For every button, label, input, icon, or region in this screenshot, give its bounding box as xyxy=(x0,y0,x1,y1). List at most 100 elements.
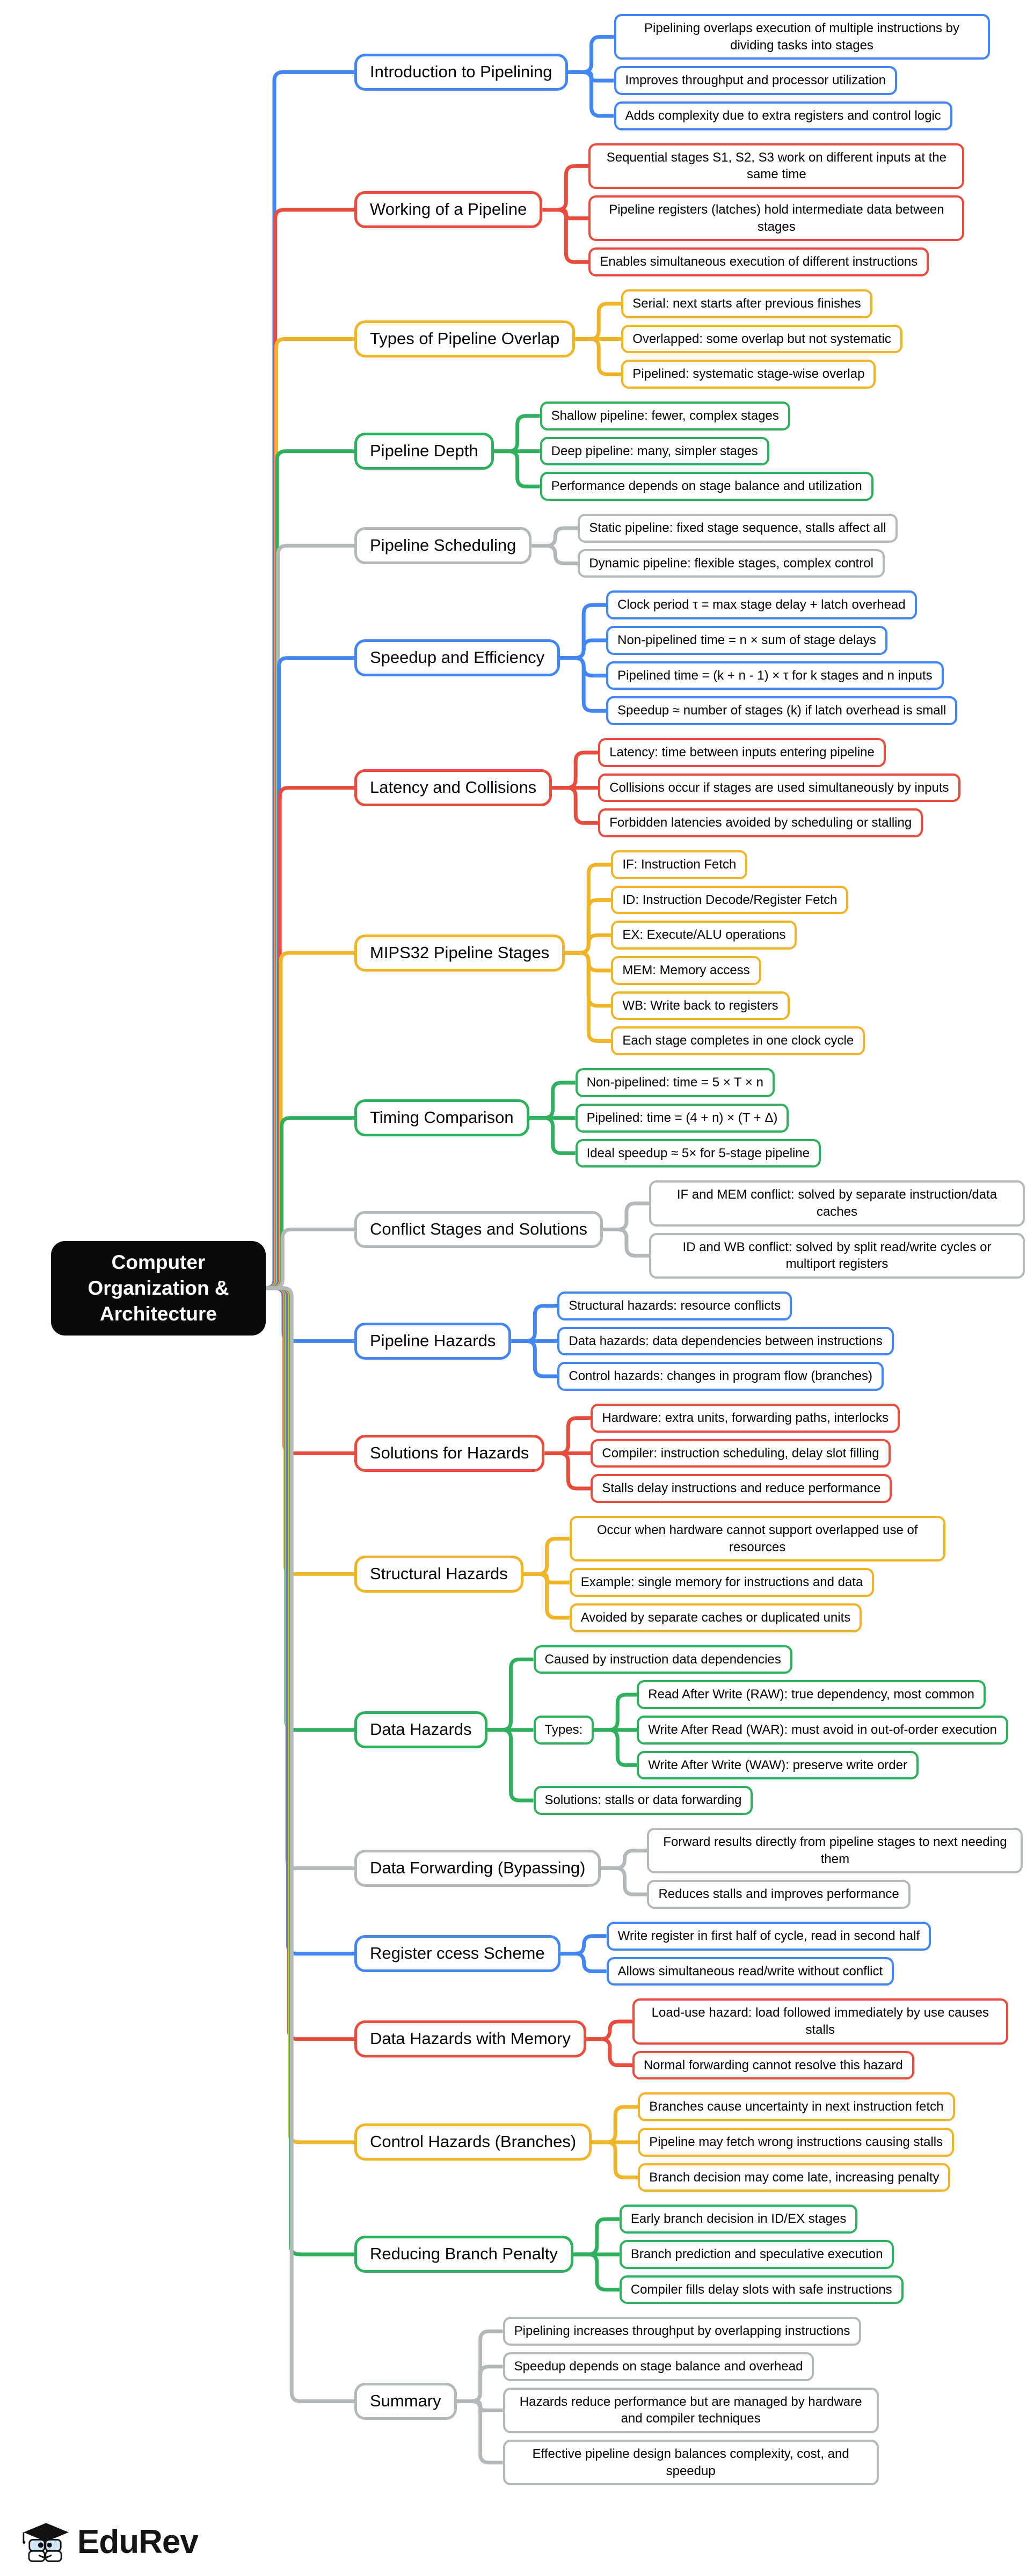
mindmap-leaf: ID and WB conflict: solved by split read… xyxy=(649,1232,1025,1279)
mindmap-leaf: Branches cause uncertainty in next instr… xyxy=(638,2092,955,2121)
mindmap-leaf: Branch prediction and speculative execut… xyxy=(619,2240,894,2269)
mindmap-leaf: Normal forwarding cannot resolve this ha… xyxy=(632,2050,914,2080)
mindmap-leaf: Structural hazards: resource conflicts xyxy=(557,1291,792,1320)
mindmap-leaf: Write After Read (WAR): must avoid in ou… xyxy=(637,1715,1008,1745)
edurev-mascot-icon xyxy=(23,2523,69,2562)
edurev-brand-text: EduRev xyxy=(77,2523,199,2560)
mindmap-leaf: Hazards reduce performance but are manag… xyxy=(503,2387,879,2434)
branch-label: Pipeline Depth xyxy=(354,433,494,470)
mindmap-leaf: IF: Instruction Fetch xyxy=(611,850,748,879)
branch-timing-comparison: Timing Comparison Non-pipelined: time = 5… xyxy=(354,1068,821,1168)
branch-label: MIPS32 Pipeline Stages xyxy=(354,934,565,972)
mindmap-leaf: Pipelined: systematic stage-wise overlap xyxy=(621,360,876,389)
branch-label: Introduction to Pipelining xyxy=(354,53,568,91)
mindmap-leaf: Caused by instruction data dependencies xyxy=(533,1645,792,1674)
mindmap-leaf: Reduces stalls and improves performance xyxy=(647,1880,911,1909)
branch-data-hazards-with-memory: Data Hazards with Memory Load-use hazard:… xyxy=(354,1998,1008,2080)
mindmap-leaf: Pipelining overlaps execution of multipl… xyxy=(614,14,990,60)
branch-solutions-for-hazards: Solutions for Hazards Hardware: extra uni… xyxy=(354,1403,900,1503)
mindmap-leaf: Collisions occur if stages are used simu… xyxy=(598,773,960,802)
mindmap-leaf: Static pipeline: fixed stage sequence, s… xyxy=(578,514,898,543)
mindmap-leaf: Hardware: extra units, forwarding paths,… xyxy=(591,1403,900,1433)
mindmap-leaf: Solutions: stalls or data forwarding xyxy=(533,1786,753,1815)
mindmap-leaf: MEM: Memory access xyxy=(611,956,761,985)
branch-data-hazards: Data Hazards Caused by instruction data d… xyxy=(354,1645,1008,1815)
branch-pipeline-scheduling: Pipeline Scheduling Static pipeline: fixe… xyxy=(354,514,898,578)
branch-introduction-to-pipelining: Introduction to Pipelining Pipelining ove… xyxy=(354,14,990,130)
mindmap-leaf: Pipelined time = (k + n - 1) × τ for k s… xyxy=(606,661,944,690)
branch-label: Types of Pipeline Overlap xyxy=(354,320,576,357)
mindmap-leaf: Non-pipelined time = n × sum of stage de… xyxy=(606,626,887,655)
mindmap-leaf: Ideal speedup ≈ 5× for 5-stage pipeline xyxy=(575,1139,821,1168)
mindmap-leaf: Write register in first half of cycle, r… xyxy=(606,1921,931,1951)
branch-latency-and-collisions: Latency and Collisions Latency: time betw… xyxy=(354,738,960,838)
branch-label: Pipeline Hazards xyxy=(354,1322,512,1360)
branch-label: Register ccess Scheme xyxy=(354,1935,560,1972)
branch-label: Reducing Branch Penalty xyxy=(354,2236,573,2273)
branch-label: Pipeline Scheduling xyxy=(354,527,532,565)
mindmap-leaf: Write After Write (WAW): preserve write … xyxy=(637,1750,919,1780)
mindmap-leaf: Clock period τ = max stage delay + latch… xyxy=(606,590,917,620)
branch-label: Latency and Collisions xyxy=(354,769,552,806)
mindmap-leaf: Speedup ≈ number of stages (k) if latch … xyxy=(606,696,958,726)
mindmap-leaf: Occur when hardware cannot support overl… xyxy=(569,1515,945,1562)
branch-types-of-pipeline-overlap: Types of Pipeline Overlap Serial: next st… xyxy=(354,289,902,389)
branch-working-of-a-pipeline: Working of a Pipeline Sequential stages S… xyxy=(354,143,965,277)
branch-label: Structural Hazards xyxy=(354,1555,523,1593)
mindmap-leaf: ID: Instruction Decode/Register Fetch xyxy=(611,885,849,915)
branches-container: Introduction to Pipelining Pipelining ove… xyxy=(354,0,1034,2560)
mindmap-leaf: Improves throughput and processor utiliz… xyxy=(614,66,898,96)
mindmap-leaf: Pipeline registers (latches) hold interm… xyxy=(588,195,965,242)
branch-control-hazards-branches: Control Hazards (Branches) Branches cause… xyxy=(354,2092,955,2192)
mindmap-leaf: Pipelined: time = (4 + n) × (T + Δ) xyxy=(575,1103,789,1133)
branch-label: Control Hazards (Branches) xyxy=(354,2123,592,2161)
mindmap-leaf: Data hazards: data dependencies between … xyxy=(557,1326,894,1356)
branch-label: Data Hazards xyxy=(354,1711,487,1749)
branch-label: Timing Comparison xyxy=(354,1099,529,1137)
mindmap-leaf: Early branch decision in ID/EX stages xyxy=(619,2205,858,2234)
branch-data-forwarding-bypassing: Data Forwarding (Bypassing) Forward resul… xyxy=(354,1827,1023,1909)
branch-conflict-stages-and-solutions: Conflict Stages and Solutions IF and MEM … xyxy=(354,1180,1025,1279)
branch-label: Conflict Stages and Solutions xyxy=(354,1211,603,1248)
mindmap-leaf: Avoided by separate caches or duplicated… xyxy=(569,1603,862,1632)
mindmap-leaf: Example: single memory for instructions … xyxy=(569,1568,875,1597)
mindmap-leaf: EX: Execute/ALU operations xyxy=(611,921,797,950)
mindmap-leaf: Load-use hazard: load followed immediate… xyxy=(632,1998,1008,2045)
branch-label: Data Hazards with Memory xyxy=(354,2020,586,2058)
mindmap-leaf: Deep pipeline: many, simpler stages xyxy=(540,436,769,466)
mindmap-leaf: Speedup depends on stage balance and ove… xyxy=(503,2352,814,2381)
mindmap-leaf: Overlapped: some overlap but not systema… xyxy=(621,324,902,354)
mindmap-leaf: Effective pipeline design balances compl… xyxy=(503,2440,879,2486)
branch-reducing-branch-penalty: Reducing Branch Penalty Early branch deci… xyxy=(354,2205,904,2304)
subgroup-types: Types: Read After Write (RAW): true depen… xyxy=(533,1680,1008,1780)
branch-label: Data Forwarding (Bypassing) xyxy=(354,1850,601,1887)
subgroup-label: Types: xyxy=(533,1715,594,1745)
root-node: Computer Organization & Architecture xyxy=(51,1240,266,1336)
mindmap-leaf: Forward results directly from pipeline s… xyxy=(647,1827,1023,1874)
mindmap-leaf: Compiler fills delay slots with safe ins… xyxy=(619,2275,904,2304)
branch-structural-hazards: Structural Hazards Occur when hardware ca… xyxy=(354,1515,945,1632)
mindmap-leaf: Performance depends on stage balance and… xyxy=(540,472,873,501)
mindmap-leaf: Non-pipelined: time = 5 × T × n xyxy=(575,1068,775,1097)
mindmap-leaf: IF and MEM conflict: solved by separate … xyxy=(649,1180,1025,1227)
branch-mips32-pipeline-stages: MIPS32 Pipeline Stages IF: Instruction Fe… xyxy=(354,850,865,1056)
branch-label: Solutions for Hazards xyxy=(354,1435,545,1472)
branch-label: Summary xyxy=(354,2382,457,2420)
branch-label: Working of a Pipeline xyxy=(354,191,543,229)
mindmap-leaf: Shallow pipeline: fewer, complex stages xyxy=(540,402,790,430)
mindmap-leaf: Read After Write (RAW): true dependency,… xyxy=(637,1680,986,1709)
mindmap-leaf: Serial: next starts after previous finis… xyxy=(621,289,872,318)
mindmap-leaf: Compiler: instruction scheduling, delay … xyxy=(591,1439,891,1468)
mindmap-leaf: Enables simultaneous execution of differ… xyxy=(588,247,929,277)
mindmap-leaf: Dynamic pipeline: flexible stages, compl… xyxy=(578,549,885,578)
mindmap-leaf: Each stage completes in one clock cycle xyxy=(611,1026,865,1056)
mindmap-leaf: Pipeline may fetch wrong instructions ca… xyxy=(638,2127,955,2157)
branch-pipeline-hazards: Pipeline Hazards Structural hazards: reso… xyxy=(354,1291,894,1391)
mindmap-leaf: Latency: time between inputs entering pi… xyxy=(598,738,886,767)
mindmap-leaf: WB: Write back to registers xyxy=(611,991,790,1020)
mindmap-leaf: Sequential stages S1, S2, S3 work on dif… xyxy=(588,143,965,189)
mindmap-leaf: Allows simultaneous read/write without c… xyxy=(606,1957,894,1986)
